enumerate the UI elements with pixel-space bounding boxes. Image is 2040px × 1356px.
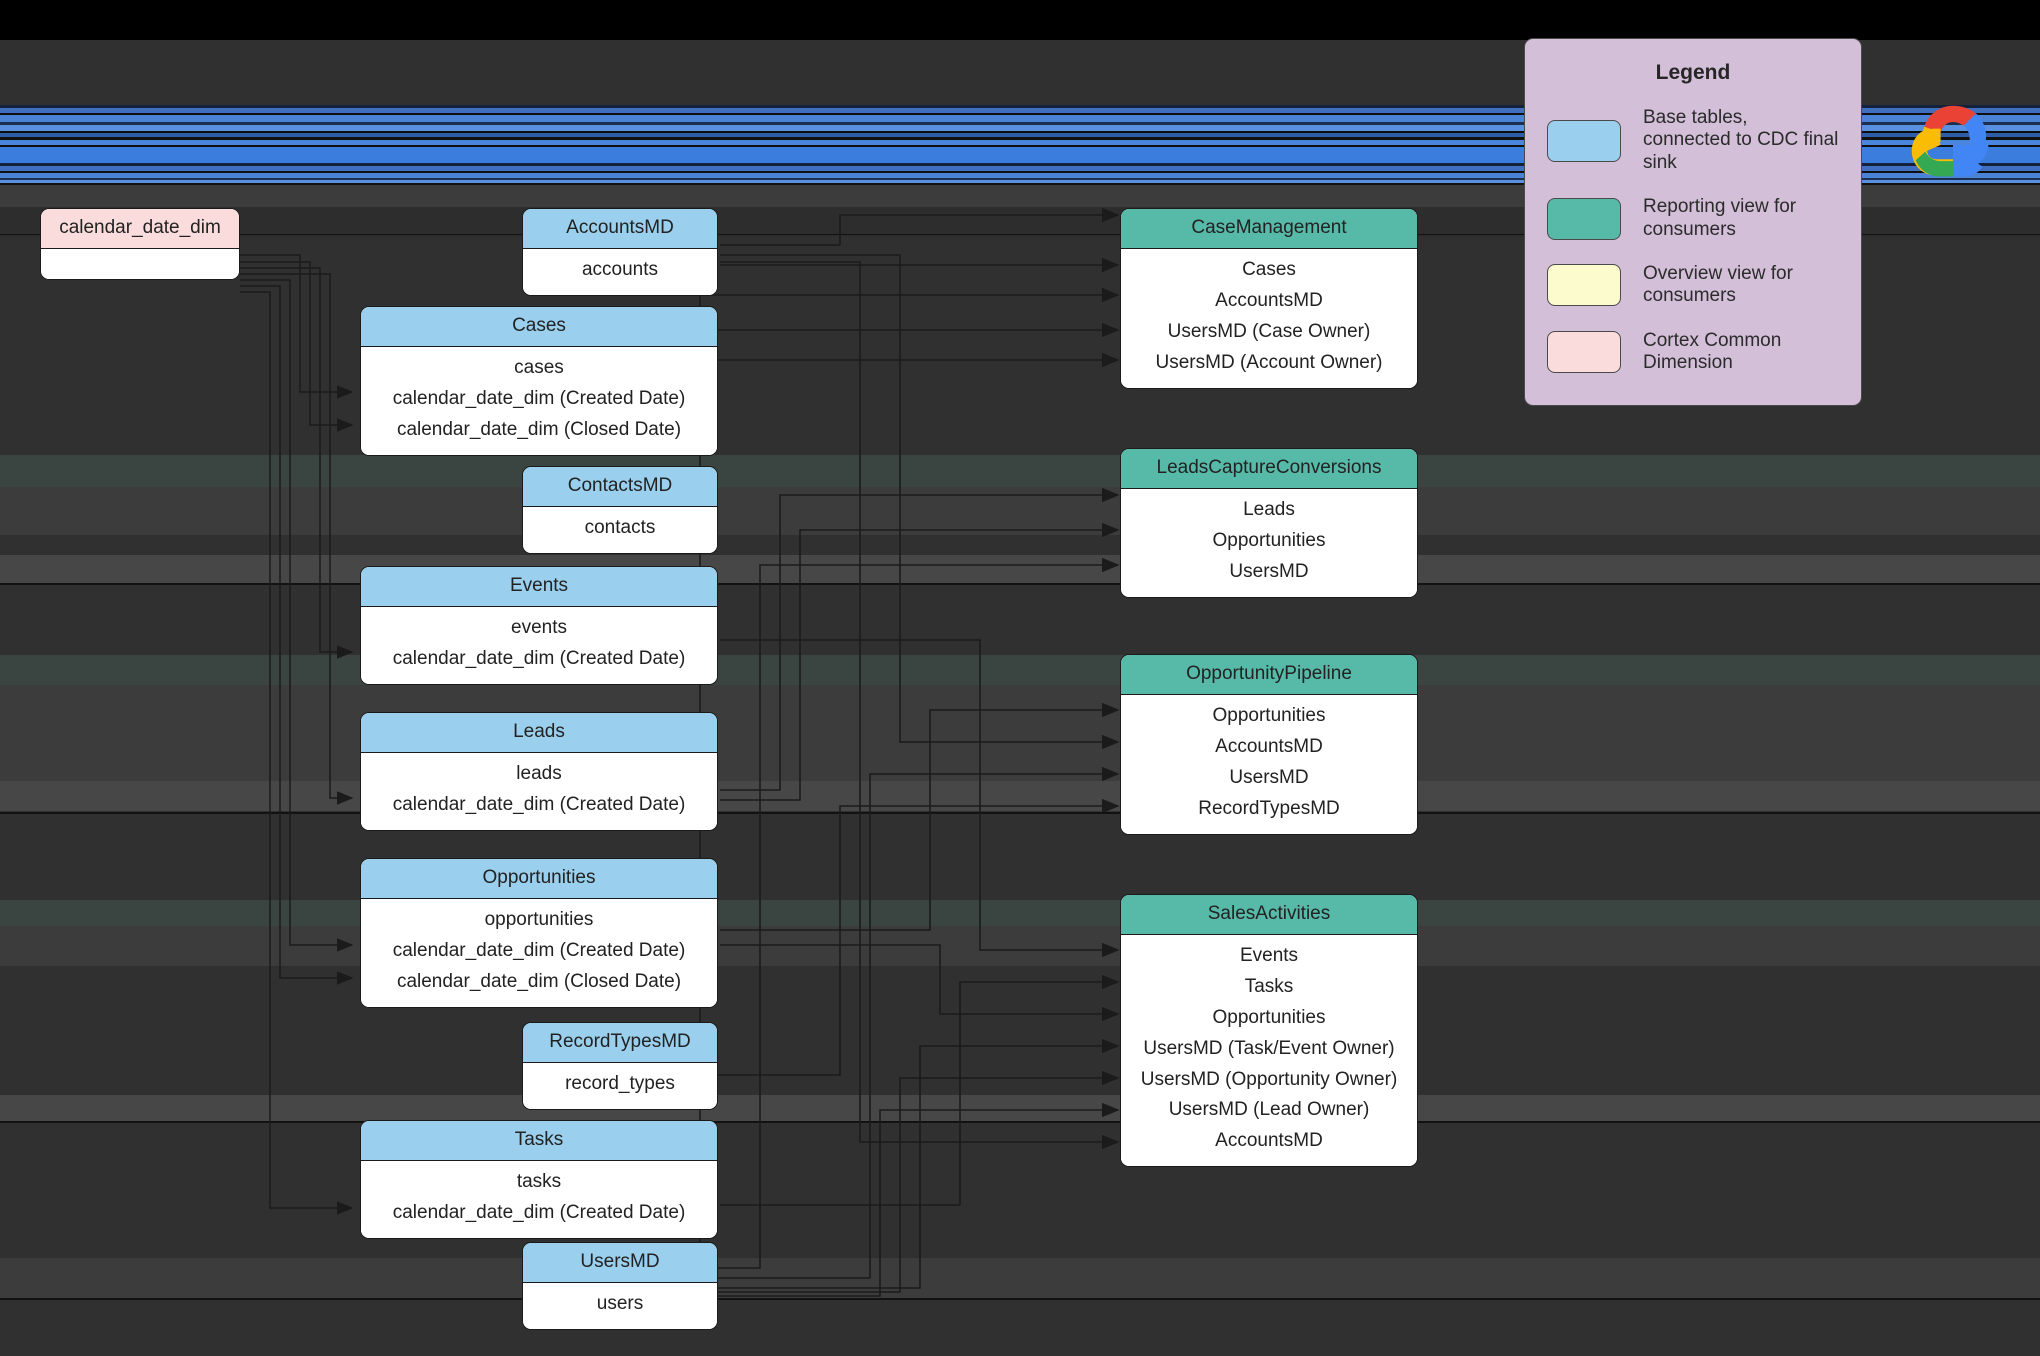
node-body: leads calendar_date_dim (Created Date) [361, 752, 717, 830]
node-row: opportunities [484, 908, 594, 930]
google-cloud-logo [1911, 105, 1989, 177]
node-row: UsersMD (Case Owner) [1167, 320, 1371, 342]
node-body [41, 248, 239, 279]
legend-swatch-cortex-dimension [1547, 331, 1621, 374]
node-row: UsersMD (Account Owner) [1155, 351, 1383, 373]
node-row: Opportunities [1212, 529, 1326, 551]
node-body: contacts [523, 506, 717, 553]
node-row: record_types [565, 1072, 675, 1094]
node-row: calendar_date_dim (Created Date) [392, 387, 686, 409]
node-calendar-date-dim[interactable]: calendar_date_dim [40, 208, 240, 280]
node-row: contacts [584, 516, 656, 538]
node-body: events calendar_date_dim (Created Date) [361, 606, 717, 684]
legend-label: Base tables, connected to CDC final sink [1643, 107, 1839, 173]
legend-item-reporting-view: Reporting view for consumers [1547, 196, 1839, 241]
node-row: users [596, 1292, 644, 1314]
node-row: calendar_date_dim (Created Date) [392, 939, 686, 961]
node-title: Leads [361, 713, 717, 753]
node-row: AccountsMD [1215, 289, 1323, 311]
node-row: Opportunities [1212, 1006, 1326, 1028]
node-row: Events [1239, 944, 1299, 966]
node-row: UsersMD (Opportunity Owner) [1140, 1068, 1398, 1090]
node-accounts-md[interactable]: AccountsMD accounts [522, 208, 718, 296]
node-row: Leads [1243, 498, 1295, 520]
legend-label: Cortex Common Dimension [1643, 329, 1782, 374]
node-title: Opportunities [361, 859, 717, 899]
node-opportunities[interactable]: Opportunities opportunities calendar_dat… [360, 858, 718, 1008]
node-row: AccountsMD [1215, 735, 1323, 757]
node-body: cases calendar_date_dim (Created Date) c… [361, 346, 717, 455]
node-row: leads [516, 762, 562, 784]
node-body: accounts [523, 248, 717, 295]
legend-swatch-base-tables [1547, 119, 1621, 162]
node-body: Cases AccountsMD UsersMD (Case Owner) Us… [1121, 248, 1417, 388]
node-events[interactable]: Events events calendar_date_dim (Created… [360, 566, 718, 685]
node-title: SalesActivities [1121, 895, 1417, 935]
node-title: AccountsMD [523, 209, 717, 249]
node-row: calendar_date_dim (Closed Date) [396, 418, 682, 440]
node-title: CaseManagement [1121, 209, 1417, 249]
node-title: Events [361, 567, 717, 607]
legend-panel: Legend Base tables, connected to CDC fin… [1524, 38, 1862, 406]
node-title: ContactsMD [523, 467, 717, 507]
legend-title: Legend [1655, 61, 1731, 84]
node-leads-capture-conversions[interactable]: LeadsCaptureConversions Leads Opportunit… [1120, 448, 1418, 598]
node-row: Opportunities [1212, 704, 1326, 726]
node-body: tasks calendar_date_dim (Created Date) [361, 1160, 717, 1238]
node-tasks[interactable]: Tasks tasks calendar_date_dim (Created D… [360, 1120, 718, 1239]
legend-label: Reporting view for consumers [1643, 196, 1797, 240]
node-row: UsersMD (Lead Owner) [1168, 1099, 1370, 1121]
node-title: RecordTypesMD [523, 1023, 717, 1063]
node-sales-activities[interactable]: SalesActivities Events Tasks Opportuniti… [1120, 894, 1418, 1168]
node-body: record_types [523, 1062, 717, 1109]
node-row: calendar_date_dim (Closed Date) [396, 970, 682, 992]
node-opportunity-pipeline[interactable]: OpportunityPipeline Opportunities Accoun… [1120, 654, 1418, 835]
node-case-management[interactable]: CaseManagement Cases AccountsMD UsersMD … [1120, 208, 1418, 389]
node-body: Opportunities AccountsMD UsersMD RecordT… [1121, 694, 1417, 834]
node-row: accounts [581, 258, 659, 280]
node-body: opportunities calendar_date_dim (Created… [361, 898, 717, 1007]
node-body: Leads Opportunities UsersMD [1121, 488, 1417, 597]
node-row: UsersMD (Task/Event Owner) [1143, 1037, 1395, 1059]
node-title: Cases [361, 307, 717, 347]
node-record-types-md[interactable]: RecordTypesMD record_types [522, 1022, 718, 1110]
legend-item-overview-view: Overview view for consumers [1547, 263, 1839, 308]
node-title: Tasks [361, 1121, 717, 1161]
node-title: LeadsCaptureConversions [1121, 449, 1417, 489]
node-cases[interactable]: Cases cases calendar_date_dim (Created D… [360, 306, 718, 456]
node-row: UsersMD [1229, 560, 1309, 582]
node-row: Tasks [1244, 975, 1294, 997]
node-users-md[interactable]: UsersMD users [522, 1242, 718, 1330]
legend-swatch-reporting-view [1547, 197, 1621, 240]
legend-item-cortex-dimension: Cortex Common Dimension [1547, 330, 1839, 375]
legend-swatch-overview-view [1547, 264, 1621, 307]
node-contacts-md[interactable]: ContactsMD contacts [522, 466, 718, 554]
node-row: UsersMD [1229, 766, 1309, 788]
node-body: Events Tasks Opportunities UsersMD (Task… [1121, 934, 1417, 1167]
node-title: calendar_date_dim [41, 209, 239, 249]
node-row: calendar_date_dim (Created Date) [392, 1201, 686, 1223]
node-row: calendar_date_dim (Created Date) [392, 793, 686, 815]
node-title: OpportunityPipeline [1121, 655, 1417, 695]
legend-label: Overview view for consumers [1643, 263, 1793, 307]
node-row: tasks [516, 1170, 562, 1192]
node-row: calendar_date_dim (Created Date) [392, 647, 686, 669]
node-row: cases [514, 356, 564, 378]
node-row: RecordTypesMD [1198, 797, 1340, 819]
legend-item-base-tables: Base tables, connected to CDC final sink [1547, 107, 1839, 174]
node-row: events [511, 616, 567, 638]
node-leads[interactable]: Leads leads calendar_date_dim (Created D… [360, 712, 718, 831]
node-row: AccountsMD [1215, 1130, 1323, 1152]
node-row: Cases [1242, 258, 1296, 280]
node-body: users [523, 1282, 717, 1329]
node-title: UsersMD [523, 1243, 717, 1283]
